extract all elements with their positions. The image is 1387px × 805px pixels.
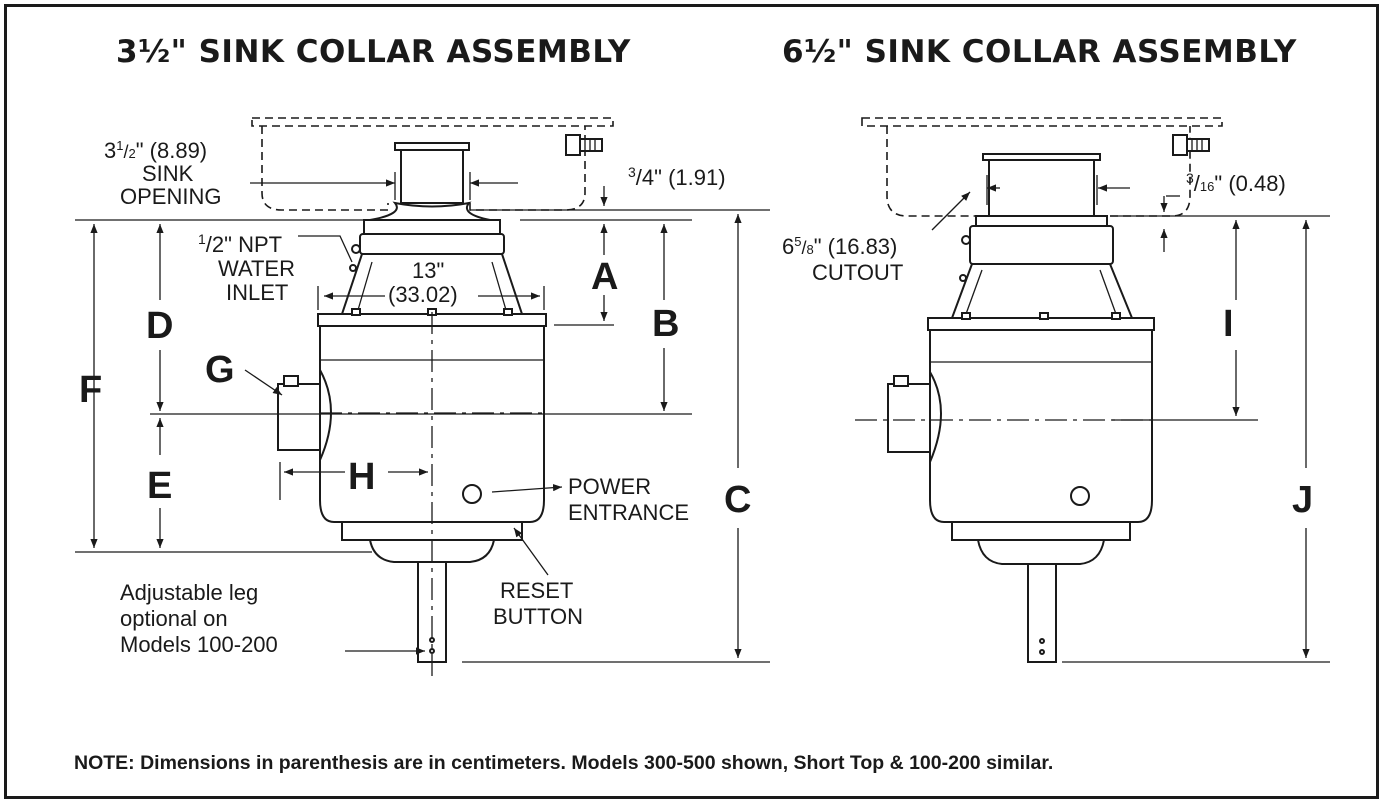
right-disposer-housing	[929, 329, 1153, 523]
right-power-entrance	[1070, 486, 1090, 506]
dim-letter-e: E	[147, 465, 172, 507]
width-inches: 13"	[412, 258, 444, 283]
title-left: 3½" SINK COLLAR ASSEMBLY	[116, 34, 631, 70]
left-discharge-inlet	[319, 369, 332, 461]
reset-button-label-1: RESET	[500, 578, 573, 603]
right-sink-flange	[982, 153, 1101, 161]
cutout-size: 65/8" (16.83)	[782, 234, 897, 259]
right-sink-outline	[861, 117, 1223, 217]
reset-button-label-2: BUTTON	[493, 604, 583, 629]
left-sink-outline	[251, 117, 614, 211]
title-right: 6½" SINK COLLAR ASSEMBLY	[782, 34, 1297, 70]
right-collar-gap: 3/16" (0.48)	[1186, 170, 1286, 196]
right-assembly: I J 65/8" (16.83) CUTOUT 3/16" (0.48)	[782, 117, 1330, 663]
left-sink-flange	[394, 142, 470, 151]
water-inlet-label-2: INLET	[226, 280, 288, 305]
cutout-label: CUTOUT	[812, 260, 903, 285]
left-disposer-housing	[319, 325, 545, 523]
dim-letter-j: J	[1292, 479, 1313, 521]
left-power-entrance	[462, 484, 482, 504]
dim-letter-f: F	[79, 369, 102, 411]
dim-letter-h: H	[348, 456, 375, 498]
sink-opening-size: 31/2" (8.89)	[104, 138, 207, 163]
width-cm: (33.02)	[388, 282, 458, 307]
left-assembly: A B C D E F G H 31/2" (8.89) SINK OPENIN…	[75, 117, 770, 680]
right-discharge-inlet	[929, 368, 942, 463]
left-mounting-bolt	[565, 134, 603, 156]
dim-letter-b: B	[652, 303, 679, 345]
left-sink-collar	[369, 201, 491, 221]
leg-note-1: Adjustable leg	[120, 580, 258, 605]
dim-letter-d: D	[146, 305, 173, 347]
power-entrance-label-1: POWER	[568, 474, 651, 499]
dim-letter-a: A	[591, 256, 618, 298]
sink-opening-label-1: SINK	[142, 161, 194, 186]
water-inlet-size: 1/2" NPT	[198, 231, 282, 257]
leg-note-3: Models 100-200	[120, 632, 278, 657]
footnote: NOTE: Dimensions in parenthesis are in c…	[74, 752, 1054, 774]
left-collar-gap: 3/4" (1.91)	[628, 164, 726, 190]
water-inlet-label-1: WATER	[218, 256, 295, 281]
power-entrance-label-2: ENTRANCE	[568, 500, 689, 525]
diagram-frame	[4, 4, 1379, 799]
dim-letter-c: C	[724, 479, 751, 521]
leg-note-2: optional on	[120, 606, 228, 631]
dim-letter-g: G	[205, 349, 235, 391]
sink-opening-label-2: OPENING	[120, 184, 221, 209]
dim-letter-i: I	[1223, 303, 1234, 345]
right-mounting-bolt	[1172, 134, 1210, 156]
